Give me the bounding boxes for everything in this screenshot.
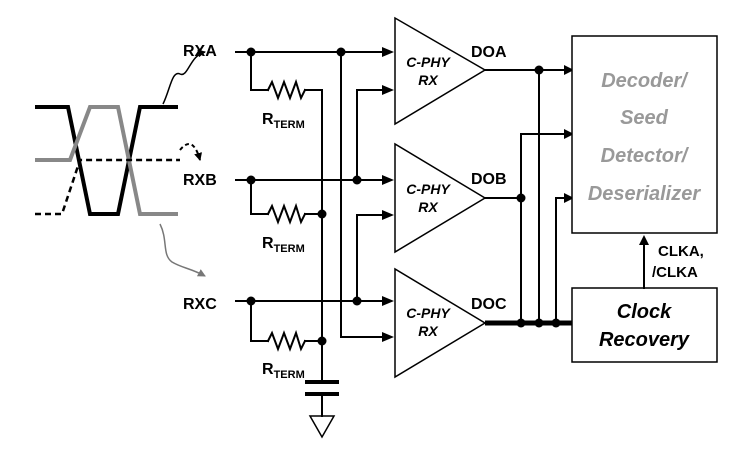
dob-label: DOB <box>471 171 507 188</box>
clock-arrow <box>639 235 649 289</box>
clock-recovery-block: Clock Recovery <box>571 287 718 363</box>
resistor-rterm-c <box>266 329 307 352</box>
svg-text:RX: RX <box>418 72 439 88</box>
clock-recovery-line-2: Recovery <box>599 329 690 351</box>
rterm-label-b: RTERM <box>262 235 305 255</box>
decoder-line-2: Seed <box>620 107 669 129</box>
svg-text:C-PHY: C-PHY <box>406 54 451 70</box>
decoder-line-1: Decoder/ <box>601 70 689 92</box>
clkab-label: /CLKA <box>652 264 698 281</box>
decoder-line-3: Detector/ <box>601 145 690 167</box>
svg-text:RX: RX <box>418 199 439 215</box>
svg-text:RX: RX <box>418 323 439 339</box>
rxa-label: RXA <box>183 43 217 60</box>
cphy-rx-a: C-PHY RX <box>394 16 487 126</box>
cphy-rx-b: C-PHY RX <box>394 142 487 254</box>
rxc-label: RXC <box>183 296 217 313</box>
decoder-input-arrows <box>564 65 574 203</box>
clock-recovery-line-1: Clock <box>617 301 672 323</box>
doc-label: DOC <box>471 296 507 313</box>
doa-label: DOA <box>471 44 507 61</box>
receiver-input-arrows <box>382 47 394 342</box>
decoder-block: Decoder/ Seed Detector/ Deserializer <box>571 35 718 234</box>
ground-capacitor <box>305 380 339 439</box>
clka-label: CLKA, <box>658 243 704 260</box>
resistor-rterm-b <box>266 202 307 225</box>
input-wiring <box>235 51 383 383</box>
resistor-rterm-a <box>266 78 307 101</box>
signal-waveform <box>35 49 206 277</box>
svg-text:C-PHY: C-PHY <box>406 181 451 197</box>
decoder-line-4: Deserializer <box>588 183 702 205</box>
cphy-rx-c: C-PHY RX <box>394 267 487 379</box>
rterm-label-a: RTERM <box>262 111 305 131</box>
output-wiring <box>484 69 572 326</box>
rxb-label: RXB <box>183 172 217 189</box>
svg-text:C-PHY: C-PHY <box>406 305 451 321</box>
rterm-label-c: RTERM <box>262 361 305 381</box>
